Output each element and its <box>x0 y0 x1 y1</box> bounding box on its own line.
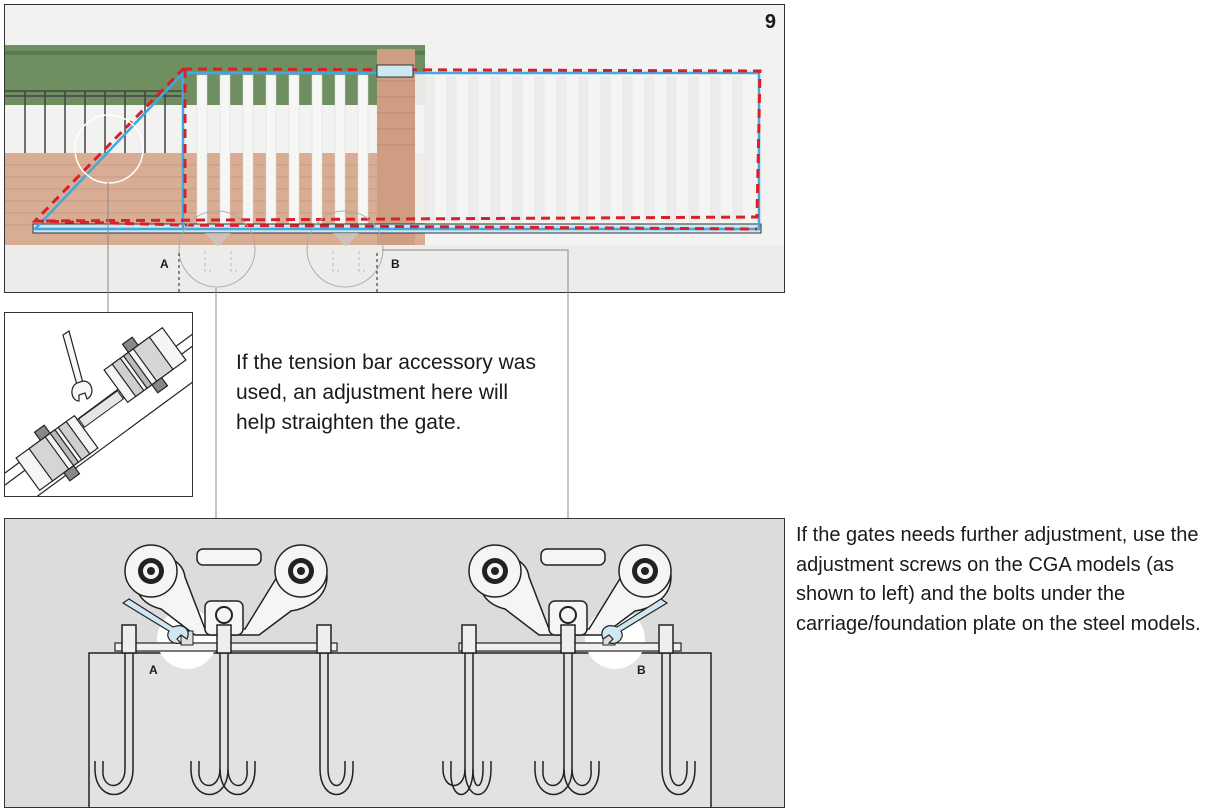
brick-pillar <box>377 49 415 245</box>
further-adjustment-caption: If the gates needs further adjustment, u… <box>796 524 1201 635</box>
gate-outline-dashed <box>31 67 762 231</box>
gate-scene-illustration <box>5 45 784 292</box>
wrench-icon <box>62 330 93 402</box>
figure-number: 9 <box>764 11 776 33</box>
tension-bar-illustration <box>5 326 192 496</box>
gate-scene-panel: 9 A B <box>4 4 785 293</box>
gate-outline-solid <box>32 71 761 231</box>
top-guide-box <box>376 64 414 78</box>
tension-bar-caption: If the tension bar accessory was used, a… <box>236 351 536 434</box>
wheel-b-highlight-circle <box>306 210 384 288</box>
tension-bar-highlight-circle <box>74 114 144 184</box>
railing <box>5 90 185 155</box>
concrete-foundation <box>88 652 712 807</box>
wrench-icon <box>121 598 189 644</box>
carriage-a <box>94 544 354 796</box>
carriage-hardware-panel: A B <box>4 518 785 808</box>
hardware-label-b: B <box>637 663 646 677</box>
carriage-b <box>442 544 696 796</box>
wrench-icon <box>601 598 669 644</box>
wheel-a-highlight-circle <box>178 210 256 288</box>
carriage-hardware-illustration <box>88 544 712 807</box>
label-a: A <box>160 257 169 271</box>
hardware-label-a: A <box>149 663 158 677</box>
label-b: B <box>391 257 400 271</box>
tension-bar-detail-panel <box>4 312 193 497</box>
